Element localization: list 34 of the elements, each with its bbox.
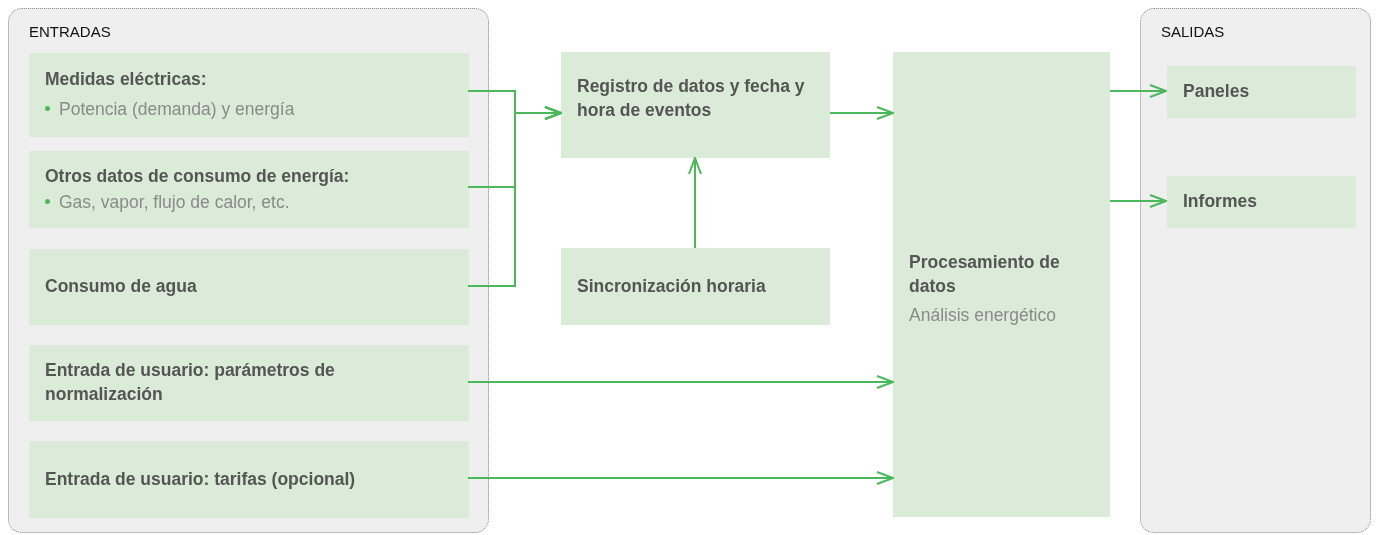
arrow: [1109, 84, 1167, 98]
arrow: [467, 106, 562, 287]
box-title: Consumo de agua: [45, 275, 198, 299]
process-box: [29, 151, 469, 228]
box-text: Potencia (demanda) y energía: [59, 99, 295, 119]
process-box: [29, 345, 469, 421]
box-title: Informes: [1183, 190, 1258, 214]
arrow: [467, 471, 894, 485]
box-text: Gas, vapor, flujo de calor, etc.: [59, 191, 290, 212]
group-panel: [8, 8, 489, 533]
arrow: [829, 106, 894, 120]
box-title: Otros datos de consumo de energía:: [45, 164, 351, 188]
process-box: [893, 52, 1110, 517]
group-panel: [1140, 8, 1371, 533]
process-box: [29, 441, 469, 518]
arrow: [688, 157, 702, 249]
box-title: Entrada de usuario: parámetros de normalización: [45, 359, 336, 406]
process-box: [29, 249, 469, 325]
process-box: [1167, 176, 1356, 228]
box-title: Procesamiento de datos: [909, 251, 1061, 298]
group-heading: ENTRADAS: [29, 23, 111, 40]
group-heading: SALIDAS: [1161, 23, 1225, 40]
process-box: [561, 248, 830, 325]
arrow: [1109, 194, 1167, 208]
box-title: Registro de datos y fecha y hora de eventos: [577, 75, 806, 122]
box-title: Sincronización horaria: [577, 274, 767, 298]
box-title: Entrada de usuario: tarifas (opcional): [45, 467, 357, 491]
process-box: [29, 53, 469, 137]
box-title: Medidas eléctricas:: [45, 68, 208, 92]
process-box: [561, 52, 830, 158]
box-title: Paneles: [1183, 80, 1251, 104]
box-text: Análisis energético: [909, 304, 1057, 328]
process-box: [1167, 66, 1356, 118]
arrow: [467, 375, 894, 389]
